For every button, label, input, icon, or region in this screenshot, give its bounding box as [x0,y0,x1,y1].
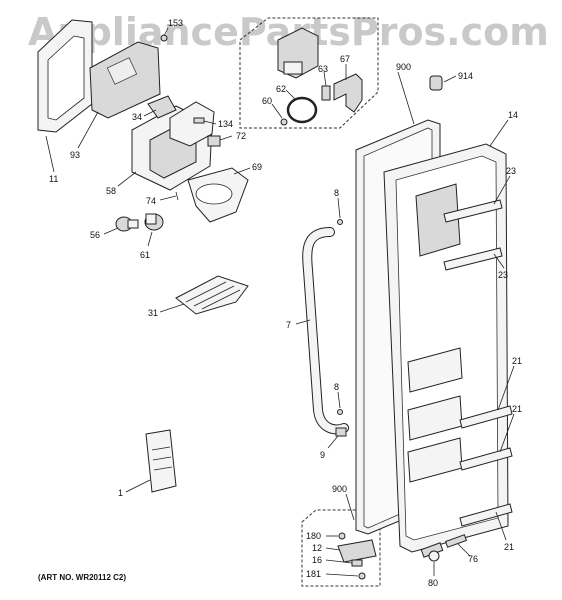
part-63-clip [321,85,331,101]
callout-69: 69 [252,162,262,172]
callout-93: 93 [70,150,80,160]
callout-21-b: 21 [512,404,522,414]
callout-76: 76 [468,554,478,564]
callout-153: 153 [168,18,183,28]
callout-23-lower: 23 [498,270,508,280]
callout-63: 63 [318,64,328,74]
part-72-switch [207,135,221,147]
art-number: (ART NO. WR20112 C2) [38,573,127,582]
part-74-spring [175,191,179,201]
callout-1: 1 [118,488,123,498]
callout-80: 80 [428,578,438,588]
part-93-control-board [89,41,161,119]
part-914-cap [429,75,443,91]
callout-16: 16 [312,555,322,565]
callout-900-top: 900 [396,62,411,72]
callout-62: 62 [276,84,286,94]
part-23-shelf-upper [443,199,503,223]
callout-72: 72 [236,131,246,141]
callout-8-bottom: 8 [334,382,339,392]
part-76-shim [444,534,468,548]
callout-134: 134 [218,119,233,129]
part-181-screw [358,572,366,580]
part-14-door-liner [383,143,509,553]
callout-23-upper: 23 [506,166,516,176]
part-21-bin-b [459,447,513,471]
detail-box-dispenser-valve [239,17,379,129]
part-16-bushing [351,559,363,567]
leader-lines [45,27,515,577]
callout-11: 11 [49,174,58,184]
part-21-bin-c [459,503,513,527]
callout-12: 12 [312,543,322,553]
callout-180: 180 [306,531,321,541]
part-8-screw-bottom [337,409,343,415]
part-58-dispenser-housing [131,101,215,191]
part-153-screw [160,34,168,42]
part-1-literature [145,429,177,493]
callout-74: 74 [146,196,156,206]
callout-9: 9 [320,450,325,460]
part-67-bracket [333,73,363,113]
part-134-screw [193,117,205,124]
part-23-shelf-lower [443,247,503,271]
callout-34: 34 [132,112,142,122]
part-80-cam [420,542,444,562]
part-31-drip-grille [175,275,249,315]
detail-box-hinge [301,509,381,587]
callout-58: 58 [106,186,116,196]
callout-8-top: 8 [334,188,339,198]
callout-60: 60 [262,96,272,106]
callout-56: 56 [90,230,100,240]
part-56-knob [115,216,139,232]
callout-181: 181 [306,569,321,579]
callout-914: 914 [458,71,473,81]
callout-21-c: 21 [504,542,514,552]
callout-21-a: 21 [512,356,522,366]
callout-7: 7 [286,320,291,330]
callout-31: 31 [148,308,158,318]
part-180-screw [338,532,346,540]
part-12-hinge [337,539,377,563]
part-61-knob [144,213,164,231]
part-8-screw-top [337,219,343,225]
part-34-actuator [147,95,177,119]
part-valve-assembly [277,27,319,79]
part-9-handle-cap [335,427,347,437]
callout-61: 61 [140,250,150,260]
part-60-screw [280,118,288,126]
part-21-bin-a [459,405,513,429]
part-69-chute-funnel [187,167,249,223]
callout-900-bottom: 900 [332,484,347,494]
part-62-light-ring [286,96,318,124]
callout-67: 67 [340,54,350,64]
part-11-dispenser-frame [37,19,93,133]
callout-14: 14 [508,110,518,120]
